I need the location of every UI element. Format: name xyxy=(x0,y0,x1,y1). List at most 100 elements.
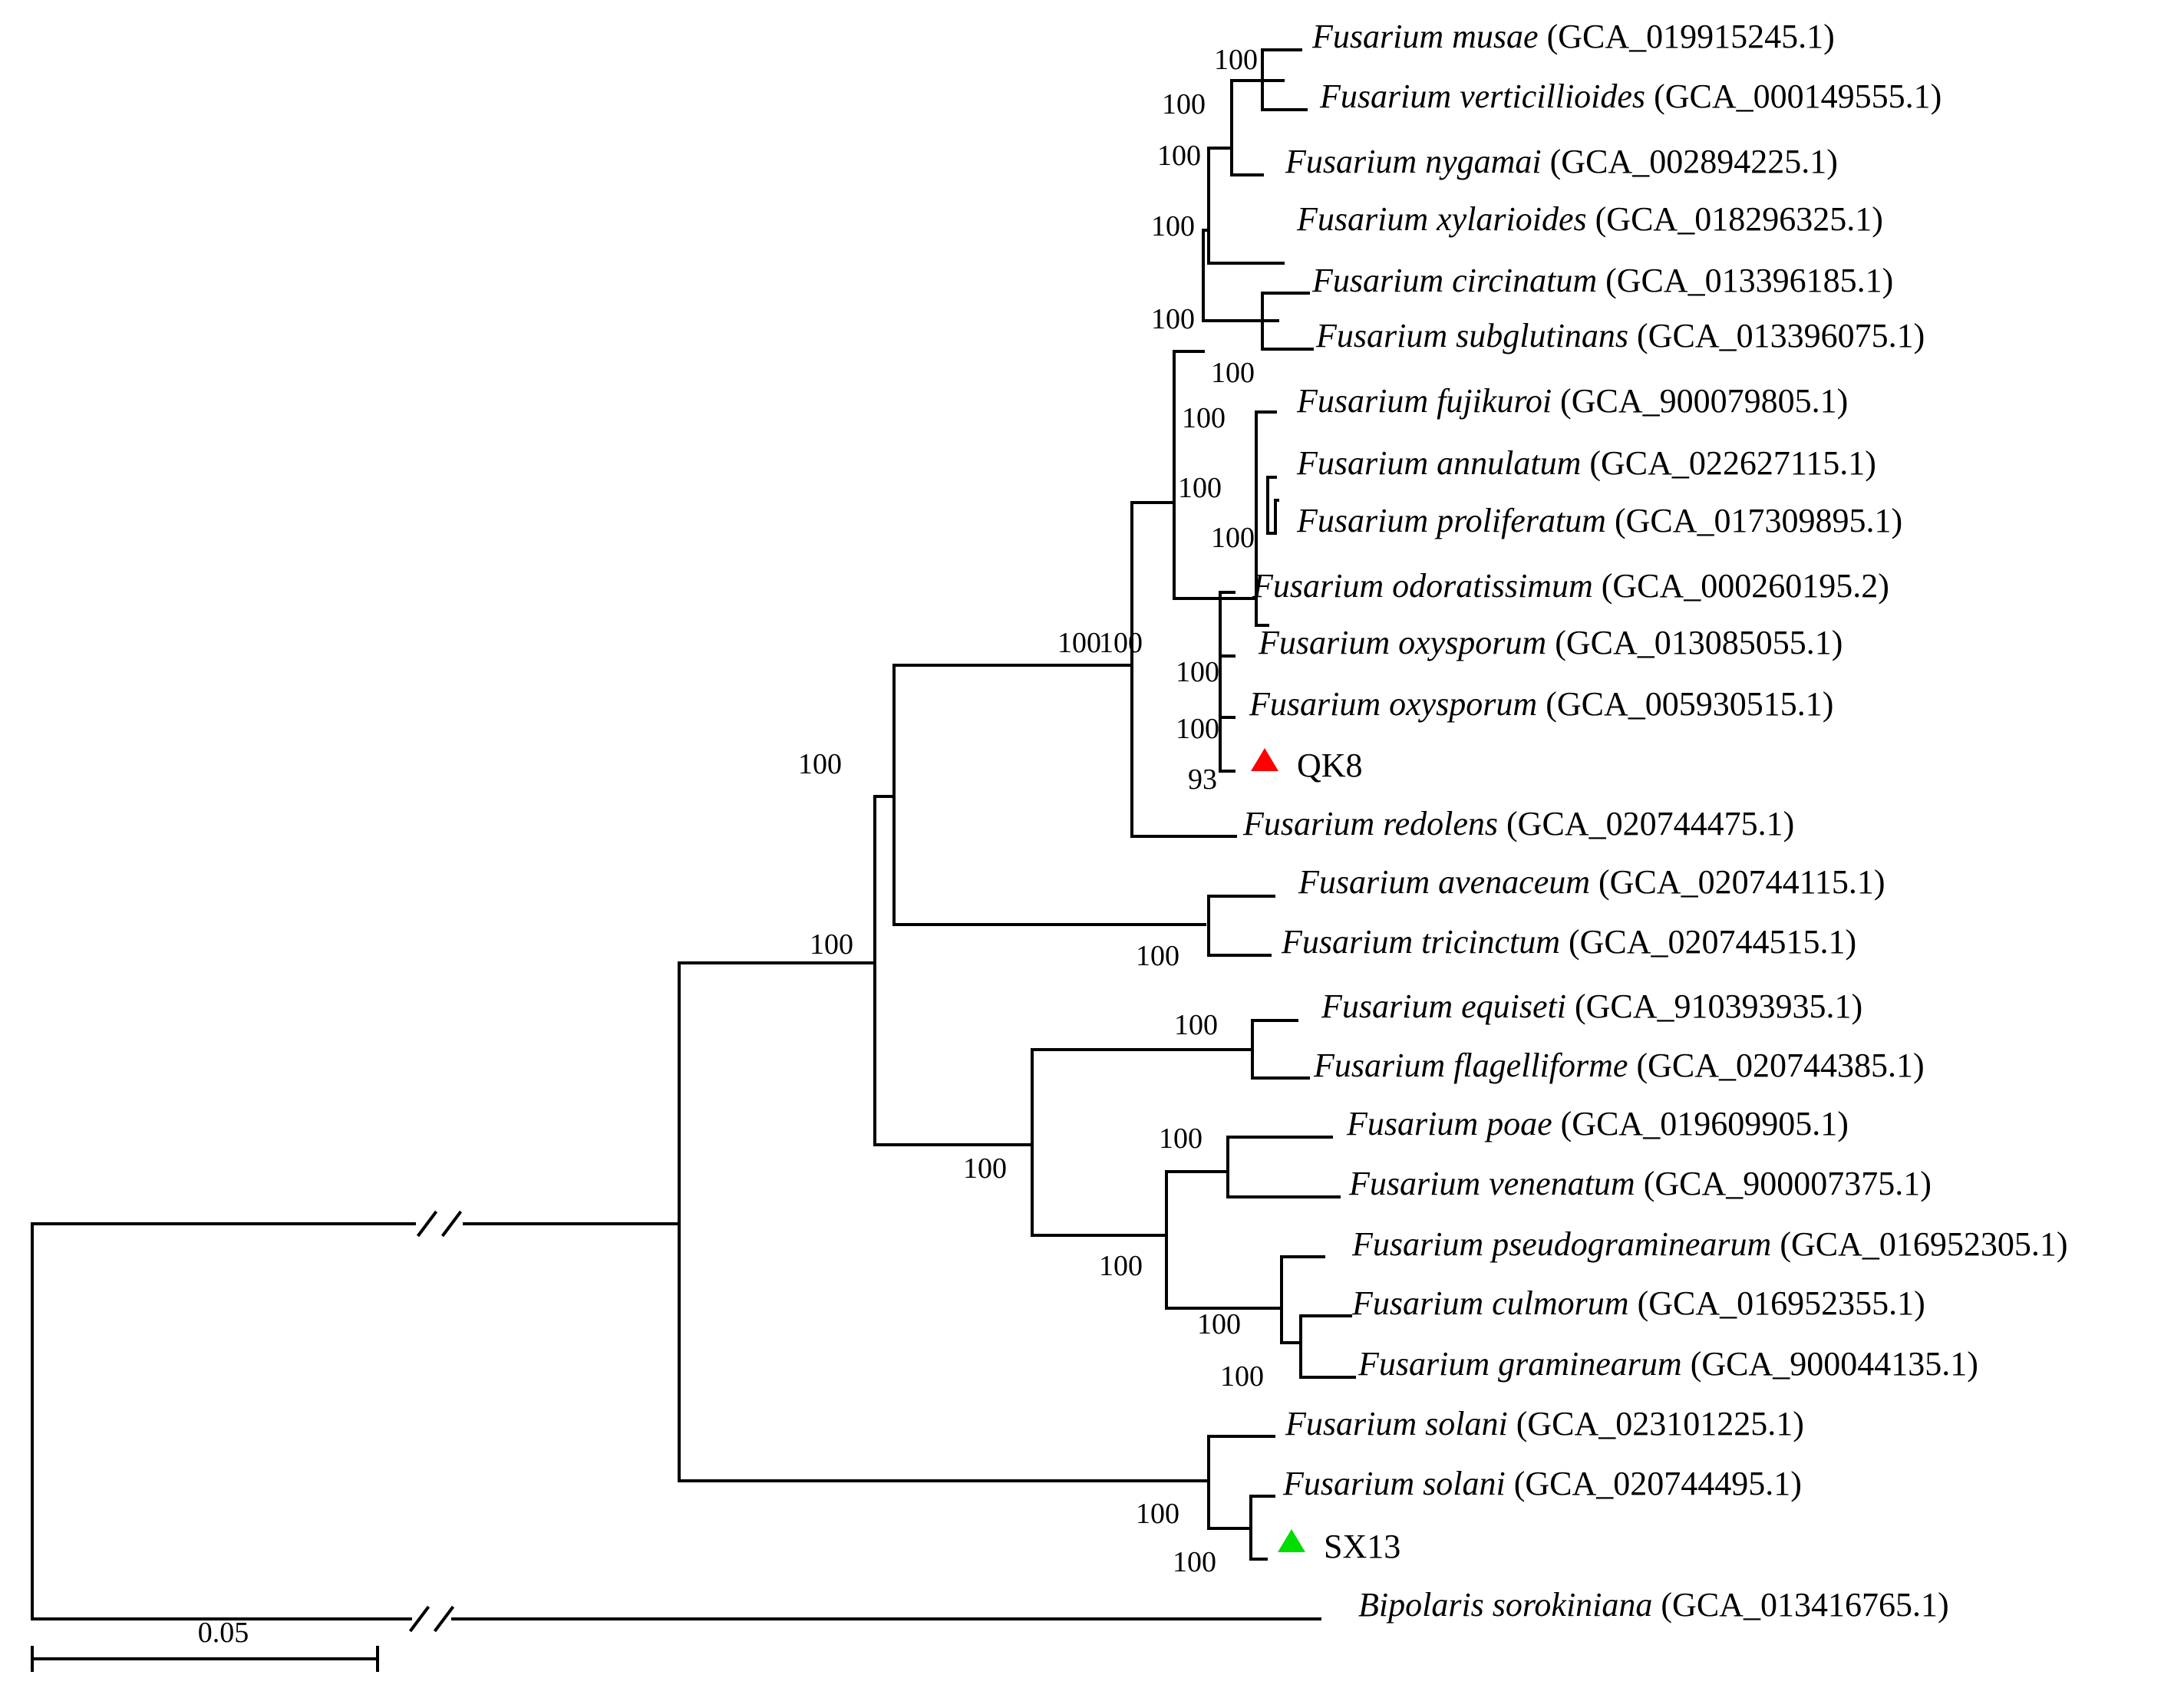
bootstrap-value: 100 xyxy=(1176,713,1219,745)
taxon-label: Fusarium xylarioides (GCA_018296325.1) xyxy=(1296,200,1883,238)
taxon-accession: (GCA_022627115.1) xyxy=(1589,444,1876,482)
bootstrap-value: 100 xyxy=(1182,402,1226,434)
taxon-accession: (GCA_013396185.1) xyxy=(1605,262,1893,299)
taxon-accession: (GCA_000260195.2) xyxy=(1602,567,1889,605)
taxon-species: Fusarium odoratissimum xyxy=(1252,567,1602,605)
taxon-species: Fusarium nygamai xyxy=(1285,143,1550,180)
taxon-label: QK8 xyxy=(1297,747,1363,784)
taxon-species: Fusarium graminearum xyxy=(1358,1345,1691,1383)
bootstrap-value: 100 xyxy=(810,928,853,961)
taxon-label: Fusarium tricinctum (GCA_020744515.1) xyxy=(1281,923,1856,961)
taxon-species: Fusarium subglutinans xyxy=(1315,317,1637,354)
bootstrap-value: 100 xyxy=(1157,140,1201,172)
taxon-species: Fusarium culmorum xyxy=(1351,1284,1638,1322)
tree-branches xyxy=(31,48,1356,1633)
taxon-species: Fusarium solani xyxy=(1285,1405,1516,1442)
bootstrap-value: 100 xyxy=(1174,1009,1218,1041)
taxon-accession: QK8 xyxy=(1297,747,1363,784)
taxon-label: Fusarium flagelliforme (GCA_020744385.1) xyxy=(1313,1047,1925,1084)
bootstrap-value: 100 xyxy=(1159,1123,1203,1155)
taxon-label: Fusarium nygamai (GCA_002894225.1) xyxy=(1285,143,1838,180)
taxon-accession: (GCA_005930515.1) xyxy=(1546,685,1833,723)
bootstrap-value: 100 xyxy=(963,1152,1007,1185)
taxon-species: Fusarium flagelliforme xyxy=(1313,1047,1636,1084)
taxon-species: Fusarium verticillioides xyxy=(1319,77,1654,115)
taxon-label: Fusarium proliferatum (GCA_017309895.1) xyxy=(1296,502,1902,539)
taxon-species: Fusarium musae xyxy=(1311,18,1547,55)
scale-bar-line xyxy=(31,1646,379,1672)
taxon-accession: (GCA_018296325.1) xyxy=(1595,200,1883,238)
bootstrap-values: 1001001001001001001001001001001009310010… xyxy=(798,44,1264,1578)
taxon-accession: (GCA_017309895.1) xyxy=(1615,502,1902,539)
taxon-accession: (GCA_013085055.1) xyxy=(1555,624,1843,661)
taxon-label: Fusarium fujikuroi (GCA_900079805.1) xyxy=(1296,382,1848,420)
taxon-species: Fusarium solani xyxy=(1282,1465,1514,1502)
bootstrap-value: 100 xyxy=(1162,88,1206,120)
bootstrap-value: 100 xyxy=(1151,303,1195,335)
taxon-label: Fusarium musae (GCA_019915245.1) xyxy=(1311,18,1835,55)
bootstrap-value: 93 xyxy=(1188,763,1217,796)
taxon-species: Bipolaris sorokiniana xyxy=(1358,1586,1661,1624)
taxon-accession: SX13 xyxy=(1324,1528,1400,1565)
taxon-species: Fusarium equiseti xyxy=(1321,987,1575,1025)
taxon-species: Fusarium poae xyxy=(1346,1105,1561,1142)
bootstrap-value: 100 xyxy=(1211,357,1255,389)
bootstrap-value: 100 xyxy=(1214,44,1258,76)
taxon-label: Fusarium graminearum (GCA_900044135.1) xyxy=(1358,1345,1978,1383)
taxon-accession: (GCA_016952305.1) xyxy=(1780,1225,2067,1263)
taxon-species: Fusarium avenaceum xyxy=(1298,863,1598,901)
taxon-species: Fusarium redolens xyxy=(1242,805,1506,842)
taxon-species: Fusarium oxysporum xyxy=(1249,685,1546,723)
red-triangle-icon xyxy=(1251,748,1278,771)
taxon-label: Fusarium poae (GCA_019609905.1) xyxy=(1346,1105,1849,1142)
taxon-accession: (GCA_023101225.1) xyxy=(1516,1405,1804,1442)
taxon-accession: (GCA_013396075.1) xyxy=(1637,317,1925,354)
taxon-label: Fusarium avenaceum (GCA_020744115.1) xyxy=(1298,863,1885,901)
bootstrap-value: 100 xyxy=(1099,627,1143,659)
bootstrap-value: 100 xyxy=(1197,1308,1241,1340)
taxon-label: Fusarium subglutinans (GCA_013396075.1) xyxy=(1315,317,1925,354)
taxon-label: Bipolaris sorokiniana (GCA_013416765.1) xyxy=(1358,1586,1949,1624)
scale-bar-label: 0.05 xyxy=(198,1617,249,1649)
taxon-accession: (GCA_900007375.1) xyxy=(1644,1165,1932,1202)
taxon-label: Fusarium oxysporum (GCA_005930515.1) xyxy=(1249,685,1833,723)
taxon-label: SX13 xyxy=(1324,1528,1400,1565)
bootstrap-value: 100 xyxy=(1178,472,1222,504)
bootstrap-value: 100 xyxy=(1211,522,1255,554)
scale-bar: 0.05 xyxy=(31,1617,379,1672)
taxon-species: Fusarium tricinctum xyxy=(1281,923,1569,961)
taxon-accession: (GCA_020744495.1) xyxy=(1514,1465,1802,1502)
taxon-label: Fusarium annulatum (GCA_022627115.1) xyxy=(1296,444,1876,482)
bootstrap-value: 100 xyxy=(1057,627,1101,659)
taxon-accession: (GCA_910393935.1) xyxy=(1575,987,1862,1025)
bootstrap-value: 100 xyxy=(1173,1546,1216,1578)
taxon-labels: Fusarium musae (GCA_019915245.1)Fusarium… xyxy=(1242,18,2068,1624)
taxon-accession: (GCA_013416765.1) xyxy=(1661,1586,1948,1624)
taxon-species: Fusarium oxysporum xyxy=(1258,624,1555,661)
taxon-label: Fusarium culmorum (GCA_016952355.1) xyxy=(1351,1284,1925,1322)
bootstrap-value: 100 xyxy=(1151,210,1195,242)
bootstrap-value: 100 xyxy=(1176,656,1219,688)
taxon-accession: (GCA_002894225.1) xyxy=(1550,143,1838,180)
taxon-accession: (GCA_000149555.1) xyxy=(1654,77,1942,115)
bootstrap-value: 100 xyxy=(1136,940,1179,972)
taxon-label: Fusarium solani (GCA_020744495.1) xyxy=(1282,1465,1802,1502)
taxon-accession: (GCA_020744475.1) xyxy=(1506,805,1794,842)
branch-break-mark xyxy=(408,1605,455,1633)
taxon-label: Fusarium pseudograminearum (GCA_01695230… xyxy=(1351,1225,2068,1263)
bootstrap-value: 100 xyxy=(1136,1498,1179,1530)
taxon-label: Fusarium oxysporum (GCA_013085055.1) xyxy=(1258,624,1843,661)
taxon-species: Fusarium annulatum xyxy=(1296,444,1589,482)
taxon-label: Fusarium venenatum (GCA_900007375.1) xyxy=(1348,1165,1932,1202)
bootstrap-value: 100 xyxy=(798,748,842,780)
taxon-label: Fusarium circinatum (GCA_013396185.1) xyxy=(1311,262,1893,299)
taxon-accession: (GCA_019609905.1) xyxy=(1561,1105,1849,1142)
taxon-accession: (GCA_020744515.1) xyxy=(1569,923,1856,961)
taxon-accession: (GCA_020744115.1) xyxy=(1598,863,1885,901)
bootstrap-value: 100 xyxy=(1220,1360,1264,1393)
green-triangle-icon xyxy=(1278,1529,1305,1552)
taxon-species: Fusarium fujikuroi xyxy=(1296,382,1560,420)
taxon-species: Fusarium proliferatum xyxy=(1296,502,1615,539)
taxon-label: Fusarium odoratissimum (GCA_000260195.2) xyxy=(1252,567,1889,605)
